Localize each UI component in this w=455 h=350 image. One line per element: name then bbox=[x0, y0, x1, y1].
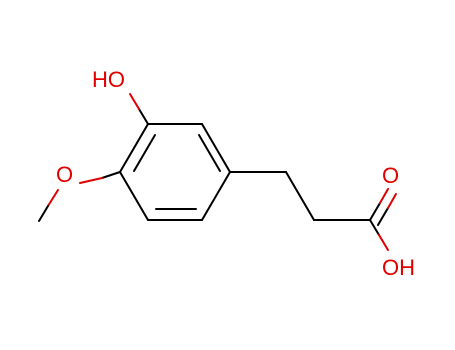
hydroxyl-label: HO bbox=[92, 67, 125, 92]
ring-bond-5 bbox=[119, 171, 149, 221]
carbonyl-bond-a-c bbox=[369, 202, 381, 221]
carbonyl-bond-a-o bbox=[379, 188, 389, 204]
methoxy-bond-o bbox=[79, 177, 103, 184]
methyl-bond-c bbox=[38, 205, 49, 222]
methoxy-oxygen-label: O bbox=[56, 162, 73, 187]
benzene-ring bbox=[119, 123, 231, 221]
carbonyl-oxygen-label: O bbox=[382, 163, 399, 188]
ring-bond-6 bbox=[119, 123, 149, 173]
carbonyl-bond-b-o bbox=[387, 193, 397, 209]
methyl-bond-o bbox=[47, 189, 59, 207]
methoxy-bond-c bbox=[101, 171, 121, 179]
ring-bond-2 bbox=[201, 123, 231, 173]
chain-bond-2 bbox=[285, 171, 315, 221]
carbonyl-bond-b-c bbox=[377, 207, 389, 226]
acid-oh-bond-o bbox=[378, 234, 389, 251]
acid-hydroxyl-label: OH bbox=[382, 255, 415, 280]
ring-double-bond-2 bbox=[198, 134, 221, 172]
acid-oh-bond-c bbox=[369, 219, 380, 236]
hydroxyl-bond-o bbox=[129, 93, 140, 110]
ring-bond-3 bbox=[201, 171, 231, 221]
ring-double-bond-1 bbox=[133, 134, 156, 172]
hydroxyl-bond-c bbox=[138, 108, 149, 125]
